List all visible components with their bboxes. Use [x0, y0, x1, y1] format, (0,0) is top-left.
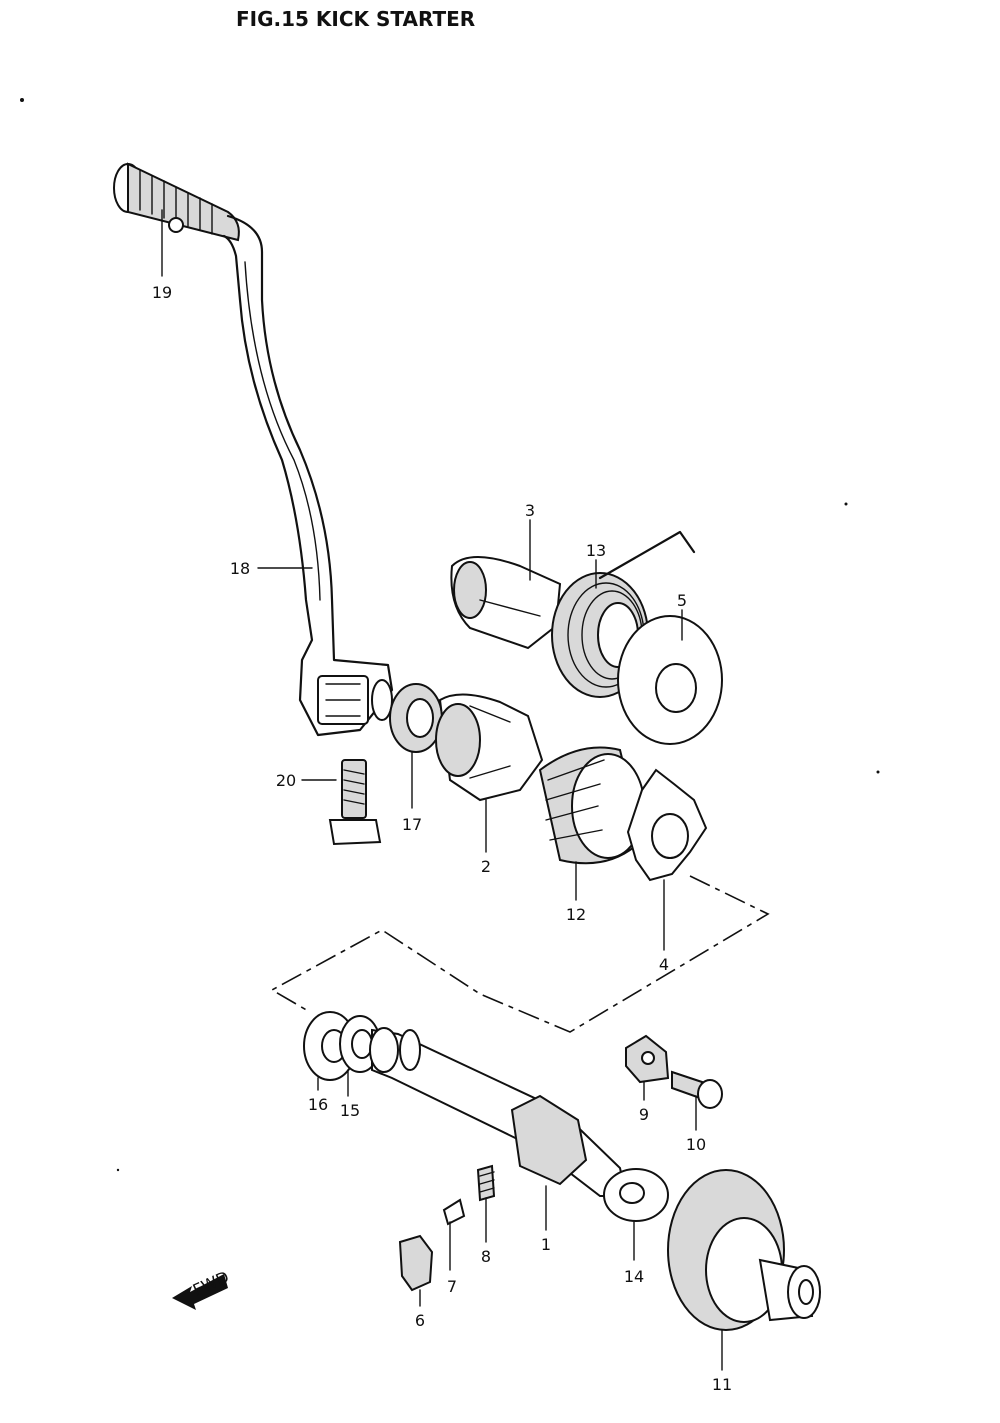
idle-gear-drawing: [667, 1169, 821, 1331]
callout-18: 18: [230, 559, 250, 578]
callout-14: 14: [624, 1267, 644, 1286]
callout-8: 8: [481, 1247, 491, 1266]
callout-7: 7: [447, 1277, 457, 1296]
figure-title: FIG.15 KICK STARTER: [236, 7, 475, 31]
spring-guide-drawing: [617, 615, 723, 745]
callout-20: 20: [276, 771, 296, 790]
callout-17: 17: [402, 815, 422, 834]
callout-2: 2: [481, 857, 491, 876]
shaft-washers-drawing: [303, 1011, 381, 1081]
drive-gear-drawing: [538, 746, 645, 865]
callout-6: 6: [415, 1311, 425, 1330]
scan-specks: [20, 98, 880, 1172]
washer-gear-drawing: [603, 1168, 669, 1222]
callout-16: 16: [308, 1095, 328, 1114]
callout-13: 13: [586, 541, 606, 560]
leader-lines: [161, 209, 723, 1371]
oil-seal-drawing: [389, 683, 443, 753]
guide-drawing: [435, 693, 544, 802]
guide-upper-drawing: [450, 556, 562, 650]
bolt-drawing: [328, 759, 382, 846]
callout-15: 15: [340, 1101, 360, 1120]
shaft-drawing: [369, 1027, 628, 1197]
assembly-guide-lines: [270, 875, 770, 1033]
callout-12: 12: [566, 905, 586, 924]
callout-10: 10: [686, 1135, 706, 1154]
plate-screw-drawing: [625, 1034, 723, 1109]
callout-labels: 19 18 20 17 2 3 13 5 12 4 16 15 1 9 10 1…: [152, 283, 732, 1394]
callout-11: 11: [712, 1375, 732, 1394]
washer-tabbed-drawing: [626, 768, 708, 882]
callout-5: 5: [677, 591, 687, 610]
callout-19: 19: [152, 283, 172, 302]
fwd-arrow: FWD: [172, 1267, 232, 1310]
callout-3: 3: [525, 501, 535, 520]
callout-1: 1: [541, 1235, 551, 1254]
callout-9: 9: [639, 1105, 649, 1124]
kick-lever-drawing: [113, 162, 394, 737]
callout-4: 4: [659, 955, 669, 974]
small-parts-drawing: [398, 1164, 496, 1292]
